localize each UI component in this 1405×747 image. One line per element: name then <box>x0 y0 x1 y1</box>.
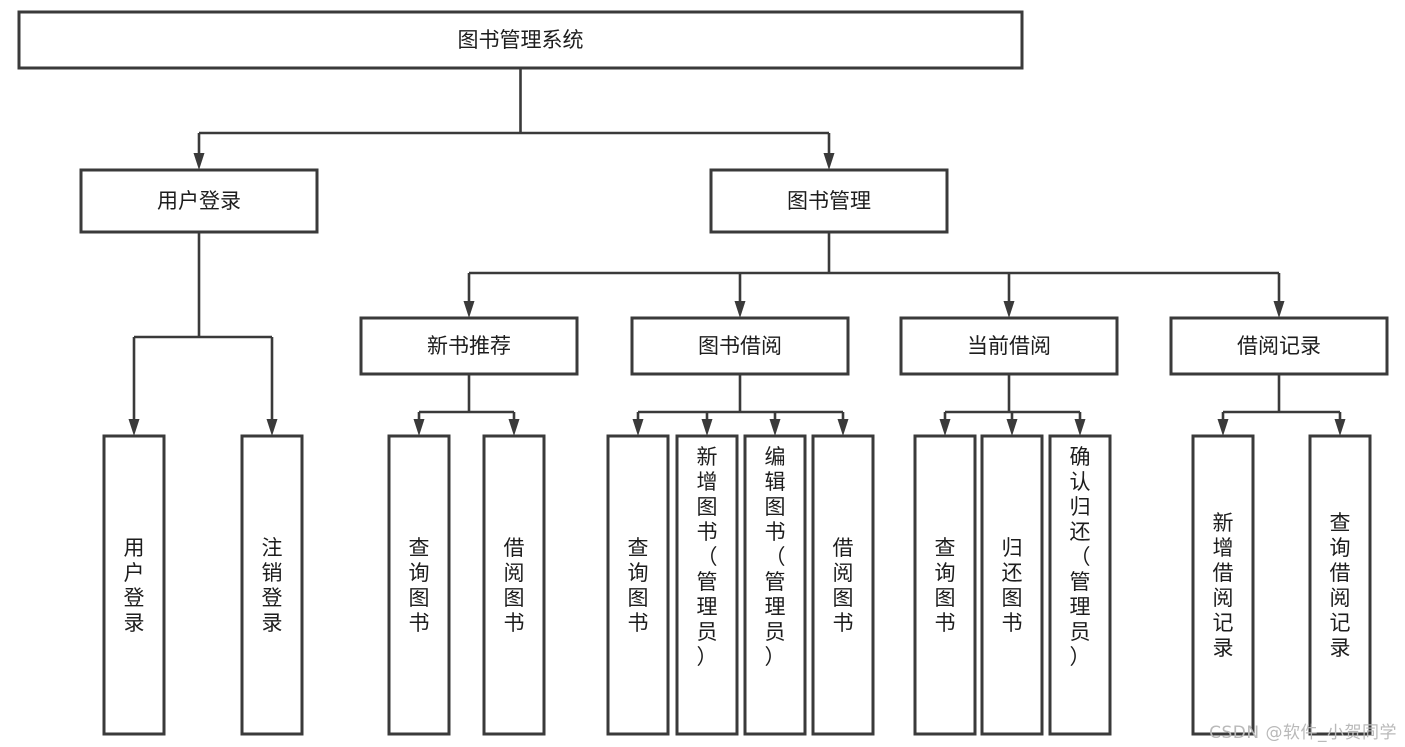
node-leaf-add-book[interactable]: 新增图书（管理员） <box>675 434 739 736</box>
node-borrow-record-rect <box>1169 316 1389 376</box>
arrow-head-icon <box>939 419 951 436</box>
node-book-borrow-rect <box>630 316 850 376</box>
node-current-borrow[interactable]: 当前借阅 <box>899 316 1119 376</box>
node-leaf-query-record[interactable]: 查询借阅记录 <box>1308 434 1372 736</box>
arrow-head-icon <box>463 301 475 318</box>
arrow-head-icon <box>823 153 835 170</box>
arrow-head-icon <box>193 153 205 170</box>
node-leaf-query-book-3-rect <box>913 434 977 736</box>
nodes-layer: 图书管理系统用户登录图书管理新书推荐图书借阅当前借阅借阅记录用户登录注销登录查询… <box>17 10 1389 736</box>
arrow-head-icon <box>701 419 713 436</box>
node-leaf-user-logout-label: 注销登录 <box>262 536 283 635</box>
node-leaf-query-book-1[interactable]: 查询图书 <box>387 434 451 736</box>
node-user-login-rect <box>79 168 319 234</box>
node-leaf-add-record-label: 新增借阅记录 <box>1213 511 1234 660</box>
arrow-head-icon <box>128 419 140 436</box>
node-leaf-query-book-3-label: 查询图书 <box>935 536 956 635</box>
node-leaf-query-book-2[interactable]: 查询图书 <box>606 434 670 736</box>
node-leaf-add-book-rect <box>675 434 739 736</box>
node-leaf-add-record-rect <box>1191 434 1255 736</box>
node-book-manage-rect <box>709 168 949 234</box>
node-leaf-query-book-3[interactable]: 查询图书 <box>913 434 977 736</box>
arrow-head-icon <box>734 301 746 318</box>
node-new-book-recommend[interactable]: 新书推荐 <box>359 316 579 376</box>
node-leaf-user-logout-rect <box>240 434 304 736</box>
arrow-head-icon <box>1006 419 1018 436</box>
node-leaf-borrow-book-1[interactable]: 借阅图书 <box>482 434 546 736</box>
node-root-label: 图书管理系统 <box>458 28 584 52</box>
node-leaf-return-book-label: 归还图书 <box>1002 536 1023 635</box>
node-leaf-borrow-book-2-label: 借阅图书 <box>833 536 854 635</box>
node-leaf-query-record-label: 查询借阅记录 <box>1330 511 1351 660</box>
node-leaf-edit-book[interactable]: 编辑图书（管理员） <box>743 434 807 736</box>
node-root-rect <box>17 10 1024 70</box>
arrow-head-icon <box>1217 419 1229 436</box>
node-leaf-add-book-label: 新增图书（管理员） <box>697 445 718 669</box>
arrow-head-icon <box>632 419 644 436</box>
node-leaf-edit-book-label: 编辑图书（管理员） <box>765 445 786 669</box>
node-book-borrow-label: 图书借阅 <box>698 334 782 358</box>
node-leaf-query-book-1-label: 查询图书 <box>409 536 430 635</box>
node-leaf-borrow-book-1-label: 借阅图书 <box>504 536 525 635</box>
node-leaf-edit-book-rect <box>743 434 807 736</box>
node-book-manage-label: 图书管理 <box>787 189 871 213</box>
node-book-borrow[interactable]: 图书借阅 <box>630 316 850 376</box>
arrow-head-icon <box>1074 419 1086 436</box>
arrow-head-icon <box>1334 419 1346 436</box>
node-leaf-confirm-return-label: 确认归还（管理员） <box>1070 445 1091 669</box>
watermark-label: CSDN @软件_小贺同学 <box>1209 723 1397 743</box>
node-leaf-confirm-return-rect <box>1048 434 1112 736</box>
node-current-borrow-label: 当前借阅 <box>967 334 1051 358</box>
node-borrow-record-label: 借阅记录 <box>1237 334 1321 358</box>
arrow-head-icon <box>1273 301 1285 318</box>
node-leaf-return-book-rect <box>980 434 1044 736</box>
node-leaf-borrow-book-2-rect <box>811 434 875 736</box>
node-leaf-confirm-return[interactable]: 确认归还（管理员） <box>1048 434 1112 736</box>
node-leaf-borrow-book-2[interactable]: 借阅图书 <box>811 434 875 736</box>
node-leaf-user-logout[interactable]: 注销登录 <box>240 434 304 736</box>
connectors-layer <box>128 68 1346 436</box>
arrow-head-icon <box>769 419 781 436</box>
arrow-head-icon <box>508 419 520 436</box>
node-new-book-recommend-rect <box>359 316 579 376</box>
node-user-login[interactable]: 用户登录 <box>79 168 319 234</box>
node-leaf-query-book-2-label: 查询图书 <box>628 536 649 635</box>
arrow-head-icon <box>413 419 425 436</box>
arrow-head-icon <box>837 419 849 436</box>
arrow-head-icon <box>1003 301 1015 318</box>
node-leaf-return-book[interactable]: 归还图书 <box>980 434 1044 736</box>
node-leaf-query-book-1-rect <box>387 434 451 736</box>
node-book-manage[interactable]: 图书管理 <box>709 168 949 234</box>
node-leaf-borrow-book-1-rect <box>482 434 546 736</box>
node-leaf-query-book-2-rect <box>606 434 670 736</box>
node-leaf-user-login[interactable]: 用户登录 <box>102 434 166 736</box>
arrow-head-icon <box>266 419 278 436</box>
node-leaf-user-login-rect <box>102 434 166 736</box>
node-borrow-record[interactable]: 借阅记录 <box>1169 316 1389 376</box>
node-user-login-label: 用户登录 <box>157 189 241 213</box>
node-leaf-query-record-rect <box>1308 434 1372 736</box>
node-current-borrow-rect <box>899 316 1119 376</box>
node-leaf-user-login-label: 用户登录 <box>124 536 145 635</box>
node-leaf-add-record[interactable]: 新增借阅记录 <box>1191 434 1255 736</box>
node-root[interactable]: 图书管理系统 <box>17 10 1024 70</box>
node-new-book-recommend-label: 新书推荐 <box>427 334 511 358</box>
